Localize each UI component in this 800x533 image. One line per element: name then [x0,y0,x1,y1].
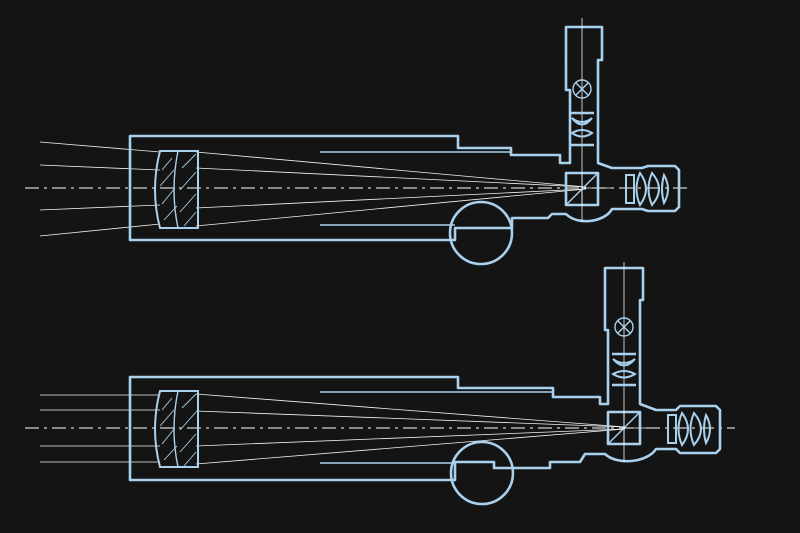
light-rays-upper [39,141,612,237]
objective-lens-upper [154,150,199,229]
instrument-lower [25,262,735,506]
telescope-tube-upper [128,25,681,242]
horizontal-eyepiece-lenses-upper [625,171,669,207]
reticle-lower [614,317,634,337]
instrument-upper [25,18,690,266]
vertical-eyepiece-lenses-lower [611,352,637,387]
reticle-upper [572,79,592,99]
vertical-eyepiece-lenses-upper [570,111,594,147]
light-rays-lower [40,393,660,465]
focus-knob-lower [449,440,515,506]
objective-lens-lower [154,390,199,468]
horizontal-eyepiece-lenses-lower [667,411,711,447]
focus-knob-upper [448,200,514,266]
telescope-tube-lower [128,266,722,482]
